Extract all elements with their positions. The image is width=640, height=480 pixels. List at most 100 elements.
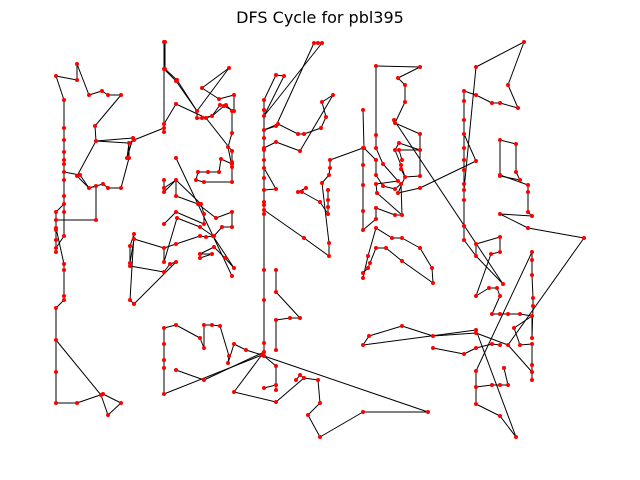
graph-node — [397, 141, 401, 145]
graph-edge — [263, 42, 323, 117]
graph-node — [462, 224, 466, 228]
graph-edge — [263, 188, 277, 191]
graph-node — [304, 186, 308, 190]
graph-node — [462, 188, 466, 192]
graph-node — [474, 242, 478, 246]
graph-edge — [475, 94, 493, 104]
graph-edge — [475, 329, 517, 438]
graph-node — [274, 364, 278, 368]
graph-node — [54, 246, 58, 250]
graph-edge — [94, 94, 122, 127]
graph-node — [62, 234, 66, 238]
graph-node — [374, 246, 378, 250]
graph-node — [232, 266, 236, 270]
graph-edge — [212, 235, 235, 269]
graph-node — [316, 41, 320, 45]
graph-node — [174, 178, 178, 182]
graph-edge — [55, 235, 65, 249]
graph-node — [498, 101, 502, 105]
graph-node — [530, 314, 534, 318]
graph-node — [202, 323, 206, 327]
graph-edge — [394, 149, 402, 166]
graph-edge — [233, 391, 277, 403]
graph-edge — [263, 75, 285, 117]
graph-node — [262, 136, 266, 140]
graph-node — [530, 378, 534, 382]
graph-node — [498, 250, 502, 254]
graph-node — [462, 132, 466, 136]
graph-edge — [401, 237, 421, 249]
graph-node — [487, 286, 491, 290]
graph-node — [119, 186, 123, 190]
graph-edge — [394, 101, 406, 124]
graph-edge — [219, 325, 230, 357]
graph-node — [262, 350, 266, 354]
graph-edge — [201, 67, 230, 89]
graph-node — [202, 378, 206, 382]
graph-node — [162, 358, 166, 362]
graph-edge — [163, 243, 177, 249]
graph-edge — [163, 179, 177, 193]
graph-node — [431, 281, 435, 285]
graph-node — [54, 228, 58, 232]
graph-node — [374, 182, 378, 186]
graph-node — [54, 370, 58, 374]
graph-edge — [55, 75, 78, 81]
graph-node — [62, 262, 66, 266]
graph-node — [526, 183, 530, 187]
graph-edge — [263, 384, 277, 389]
graph-edge — [201, 87, 220, 100]
graph-node — [99, 393, 103, 397]
graph-node — [220, 225, 224, 229]
graph-node — [396, 179, 400, 183]
graph-node — [506, 343, 510, 347]
graph-node — [274, 383, 278, 387]
graph-edge — [531, 274, 534, 299]
graph-node — [194, 178, 198, 182]
graph-node — [132, 232, 136, 236]
graph-edge — [475, 287, 490, 297]
graph-node — [288, 316, 292, 320]
graph-node — [163, 67, 167, 71]
graph-edge — [398, 142, 421, 151]
graph-node — [106, 413, 110, 417]
graph-node — [174, 368, 178, 372]
graph-node — [230, 149, 234, 153]
graph-edge — [320, 116, 327, 129]
graph-node — [490, 101, 494, 105]
graph-node — [206, 170, 210, 174]
graph-node — [431, 334, 435, 338]
graph-edge — [531, 305, 534, 339]
graph-node — [506, 383, 510, 387]
graph-edge — [363, 147, 377, 161]
graph-edge — [499, 139, 517, 145]
graph-node — [374, 173, 378, 177]
graph-node — [300, 190, 304, 194]
graph-edge — [175, 324, 201, 339]
graph-edge — [133, 238, 165, 249]
graph-node — [490, 312, 494, 316]
graph-node — [262, 108, 266, 112]
graph-edge — [375, 207, 396, 216]
graph-node — [262, 212, 266, 216]
graph-node — [162, 178, 166, 182]
graph-node — [319, 126, 323, 130]
graph-node — [531, 296, 535, 300]
graph-node — [232, 342, 236, 346]
graph-node — [320, 41, 324, 45]
graph-node — [174, 323, 178, 327]
graph-node — [328, 158, 332, 162]
graph-edge — [88, 90, 103, 96]
graph-node — [462, 198, 466, 202]
graph-node — [62, 294, 66, 298]
graph-node — [490, 342, 494, 346]
graph-edge — [519, 343, 533, 346]
graph-edge — [475, 253, 492, 297]
graph-node — [174, 156, 178, 160]
graph-node — [298, 373, 302, 377]
graph-node — [202, 180, 206, 184]
graph-node — [162, 126, 166, 130]
graph-node — [366, 254, 370, 258]
graph-node — [400, 324, 404, 328]
graph-edge — [163, 324, 177, 329]
